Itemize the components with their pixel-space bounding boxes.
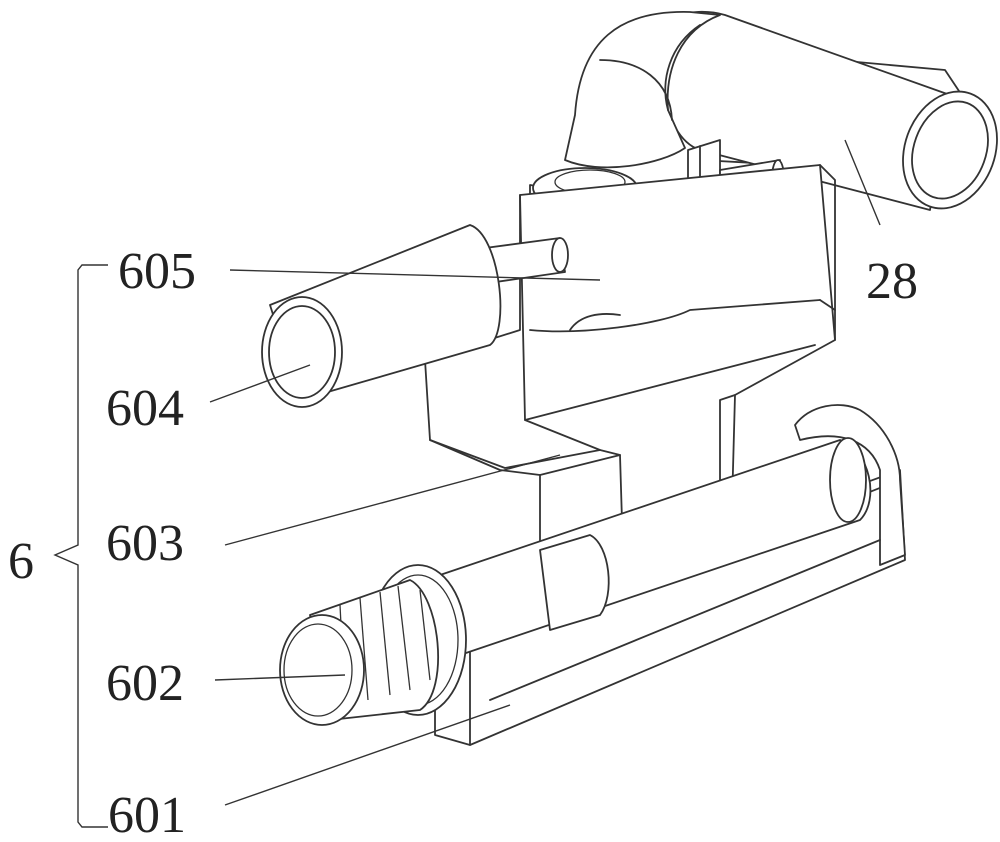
label-28: 28 <box>866 253 918 310</box>
leader-603 <box>224 454 561 546</box>
label-603: 603 <box>106 515 184 572</box>
label-601: 601 <box>108 787 186 842</box>
leader-28 <box>844 139 881 226</box>
leader-602 <box>214 674 346 681</box>
leader-604 <box>209 364 311 403</box>
left-pipe-part-604 <box>261 224 569 408</box>
label-604: 604 <box>106 380 184 437</box>
label-602: 602 <box>106 655 184 712</box>
assembly-brace <box>53 264 108 828</box>
shaft-knob-part-602 <box>279 437 872 726</box>
label-6: 6 <box>8 533 34 590</box>
leader-601 <box>224 704 511 806</box>
leader-lines <box>209 139 881 806</box>
leader-605 <box>229 269 601 281</box>
label-605: 605 <box>118 243 196 300</box>
